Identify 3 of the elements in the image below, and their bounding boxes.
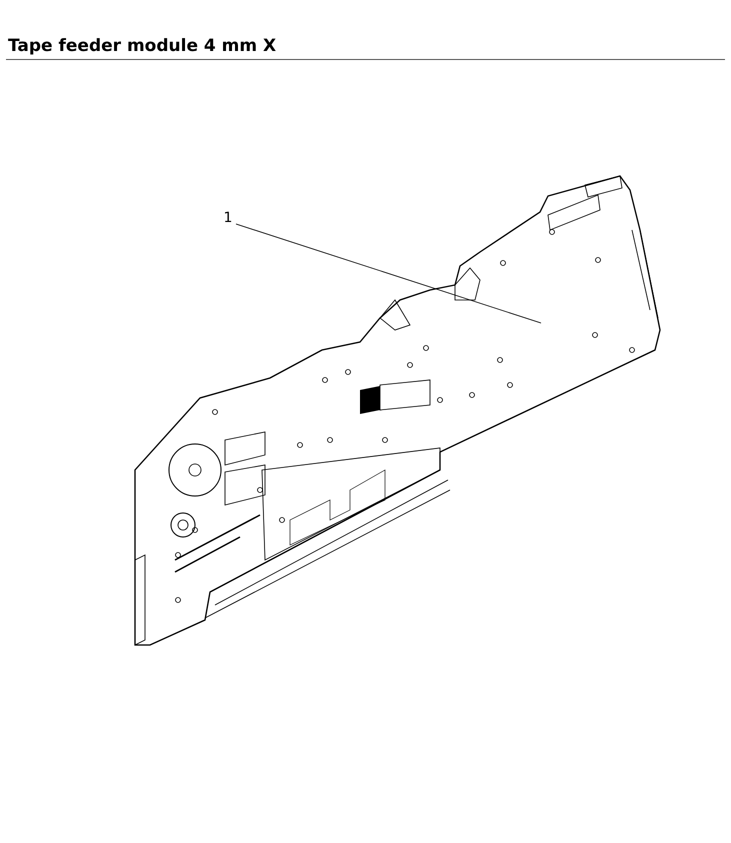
leader-line [236, 224, 542, 324]
page-title: Tape feeder module 4 mm X [8, 36, 276, 58]
callout-number: 1 [221, 208, 235, 228]
